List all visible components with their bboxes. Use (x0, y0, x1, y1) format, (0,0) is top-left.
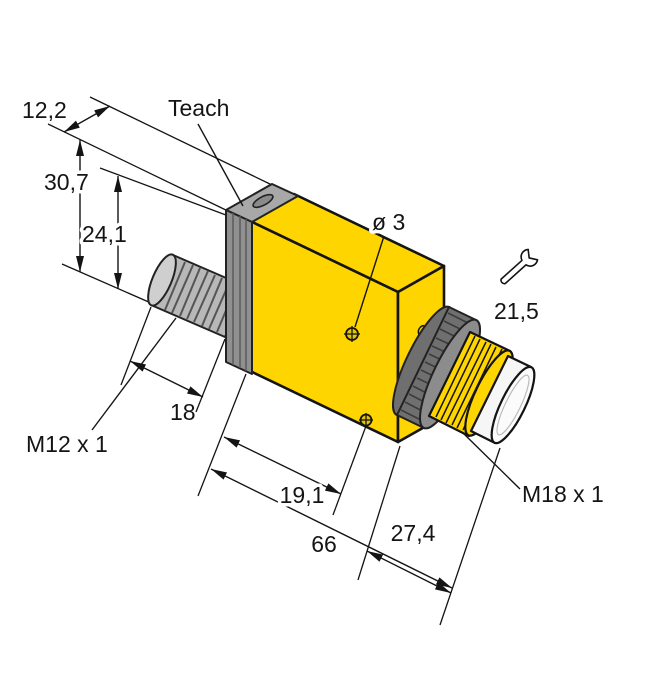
leader-m18-thread (461, 431, 521, 490)
extension-line-lens-tip (439, 447, 501, 626)
label-hole-offset: 19,1 (280, 482, 325, 508)
wrench-icon (500, 248, 539, 285)
dimension-line-top-width (63, 105, 111, 133)
leader-lines (91, 123, 521, 490)
dimension-line-front-length (366, 550, 452, 594)
lens-face (490, 365, 536, 445)
label-overall-length: 66 (311, 531, 337, 557)
leader-m12-thread (91, 317, 177, 431)
extension-line-hole (332, 425, 367, 516)
mounting-holes (344, 326, 373, 427)
label-teach: Teach (168, 95, 229, 121)
leader-hole-diameter (354, 235, 385, 328)
label-top-width: 12,2 (22, 97, 67, 123)
label-m12-thread: M12 x 1 (26, 431, 108, 457)
lens-face-inner (496, 374, 530, 436)
sensor-housing (225, 183, 446, 444)
label-front-length: 27,4 (391, 520, 436, 546)
label-overall-height: 30,7 (44, 169, 89, 195)
extension-line-connector-base (195, 338, 226, 413)
m12-connector (147, 253, 248, 338)
m18-barrel (392, 305, 536, 445)
label-body-height: 24,1 (82, 221, 127, 247)
extension-line-rear-bottom (197, 373, 247, 497)
rear-cap-ribs (232, 213, 247, 371)
rear-cap-side (225, 209, 253, 375)
label-hole-diameter: ø 3 (372, 209, 405, 235)
extension-line-top-width-near (47, 123, 231, 213)
dimension-line-connector-length (129, 360, 204, 398)
teach-button (252, 193, 274, 209)
label-m18-thread: M18 x 1 (522, 481, 604, 507)
extension-line-top-width-far (89, 96, 273, 186)
label-connector-length: 18 (170, 399, 196, 425)
leader-teach (197, 123, 244, 207)
labels: 12,2 Teach 30,7 24,1 ø 3 21,5 18 M12 x 1… (22, 95, 604, 561)
m12-connector-end-face (147, 253, 177, 307)
extension-line-connector-end (120, 306, 152, 386)
label-wrench-size: 21,5 (494, 298, 539, 324)
